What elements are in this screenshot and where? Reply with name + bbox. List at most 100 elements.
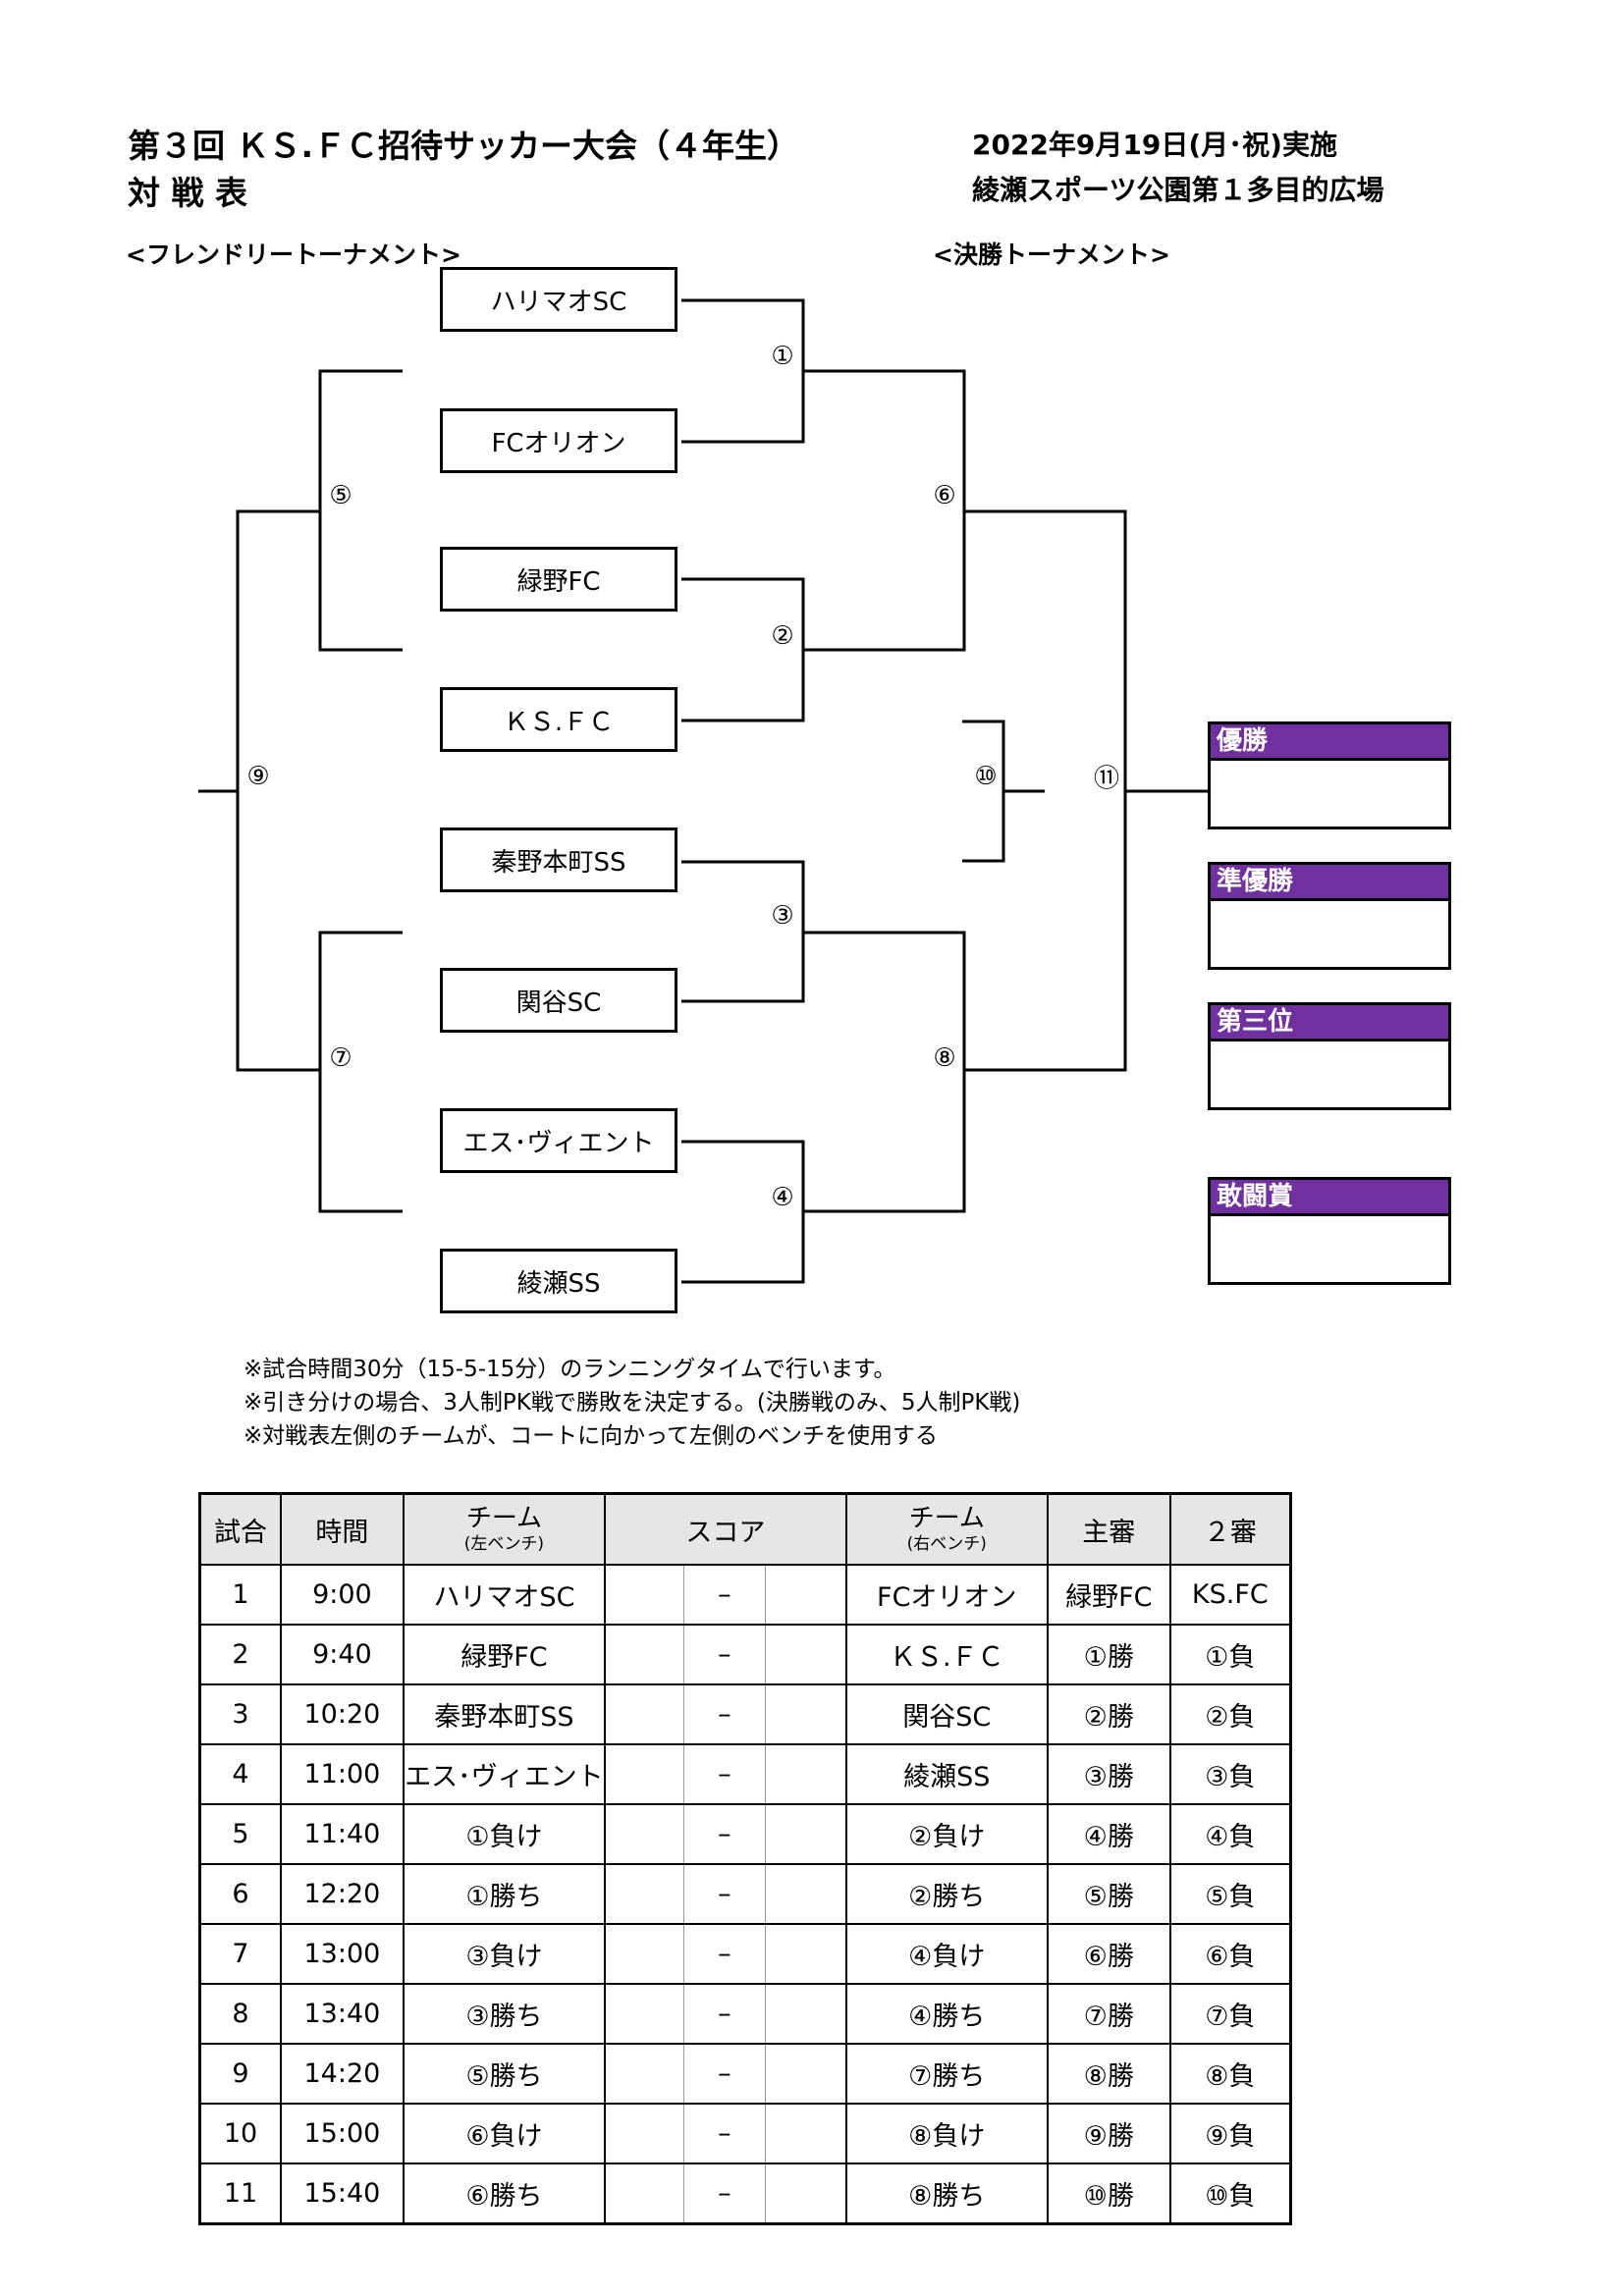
cell-score-left: [604, 2103, 685, 2164]
match-number-4: ④: [769, 1183, 796, 1212]
cell-score-dash: –: [683, 1983, 766, 2045]
cell-team-left: ⑥負け: [402, 2103, 607, 2164]
cell-referee: ⑥勝: [1046, 1923, 1171, 1985]
col-header-match: 試合: [198, 1492, 283, 1566]
cell-referee: 緑野FC: [1046, 1564, 1171, 1626]
cell-referee: ④勝: [1046, 1803, 1171, 1865]
award-label: 敢闘賞: [1211, 1180, 1448, 1216]
cell-score-left: [604, 1683, 685, 1745]
team-box: ＫＳ.ＦＣ: [440, 687, 677, 752]
cell-team-right: ⑦勝ち: [844, 2043, 1049, 2105]
cell-team-right: ②負け: [844, 1803, 1049, 1865]
cell-match-no: 2: [198, 1624, 283, 1685]
cell-time: 15:40: [280, 2163, 405, 2225]
cell-team-right: 関谷SC: [844, 1683, 1049, 1745]
cell-score-dash: –: [683, 2043, 766, 2105]
team-box: 綾瀬SS: [440, 1249, 677, 1313]
cell-match-no: 1: [198, 1564, 283, 1626]
cell-referee: ⑦勝: [1046, 1983, 1171, 2045]
cell-team-right: ⑧負け: [844, 2103, 1049, 2164]
match-number-5: ⑤: [327, 481, 354, 510]
cell-time: 11:40: [280, 1803, 405, 1865]
match-number-8: ⑧: [931, 1043, 958, 1073]
bracket-lines: [198, 298, 1210, 1284]
page-title: 第３回 ＫＳ.ＦＣ招待サッカー大会（４年生）: [128, 127, 800, 165]
cell-score-right: [764, 1624, 847, 1685]
award-label: 準優勝: [1211, 865, 1448, 901]
award-label: 優勝: [1211, 724, 1448, 761]
cell-score-right: [764, 1743, 847, 1805]
cell-team-right: ②勝ち: [844, 1863, 1049, 1925]
cell-score-dash: –: [683, 1743, 766, 1805]
cell-team-right: ④勝ち: [844, 1983, 1049, 2045]
cell-team-left: ①負け: [402, 1803, 607, 1865]
cell-match-no: 4: [198, 1743, 283, 1805]
cell-referee: ②勝: [1046, 1683, 1171, 1745]
cell-score-dash: –: [683, 2103, 766, 2164]
notes: ※試合時間30分（15-5-15分）のランニングタイムで行います。 ※引き分けの…: [244, 1353, 1020, 1453]
col-header-team-right-main: チーム: [908, 1504, 985, 1533]
table-header-row: 試合 時間 チーム (左ベンチ) スコア チーム (右ベンチ) 主審 ２審: [198, 1492, 1292, 1566]
cell-score-right: [764, 1983, 847, 2045]
col-header-score: スコア: [604, 1492, 847, 1566]
match-number-1: ①: [769, 342, 796, 371]
cell-score-dash: –: [683, 1803, 766, 1865]
col-header-team-left: チーム (左ベンチ): [402, 1492, 607, 1566]
cell-team-left: ③勝ち: [402, 1983, 607, 2045]
cell-score-left: [604, 1863, 685, 1925]
cell-match-no: 5: [198, 1803, 283, 1865]
cell-team-left: ①勝ち: [402, 1863, 607, 1925]
award-label: 第三位: [1211, 1005, 1448, 1041]
cell-score-dash: –: [683, 1564, 766, 1626]
match-number-11: ⑪: [1091, 758, 1122, 795]
col-header-team-right: チーム (右ベンチ): [844, 1492, 1049, 1566]
cell-team-left: ⑥勝ち: [402, 2163, 607, 2225]
cell-time: 9:00: [280, 1564, 405, 1626]
cell-referee: ⑤勝: [1046, 1863, 1171, 1925]
note-line: ※対戦表左側のチームが、コートに向かって左側のベンチを使用する: [244, 1423, 938, 1449]
cell-score-right: [764, 2043, 847, 2105]
team-box: 秦野本町SS: [440, 828, 677, 892]
cell-time: 12:20: [280, 1863, 405, 1925]
cell-score-dash: –: [683, 2163, 766, 2225]
col-header-referee: 主審: [1046, 1492, 1171, 1566]
cell-score-right: [764, 2163, 847, 2225]
cell-match-no: 6: [198, 1863, 283, 1925]
note-line: ※引き分けの場合、3人制PK戦で勝敗を決定する。(決勝戦のみ、5人制PK戦): [244, 1390, 1021, 1415]
cell-score-right: [764, 1803, 847, 1865]
cell-match-no: 3: [198, 1683, 283, 1745]
award-champion: 優勝: [1208, 721, 1451, 829]
match-number-9: ⑨: [244, 762, 272, 791]
cell-second-referee: ⑩負: [1168, 2163, 1292, 2225]
cell-match-no: 9: [198, 2043, 283, 2105]
cell-score-dash: –: [683, 1923, 766, 1985]
cell-score-right: [764, 1564, 847, 1626]
cell-second-referee: ⑥負: [1168, 1923, 1292, 1985]
cell-team-right: FCオリオン: [844, 1564, 1049, 1626]
cell-score-dash: –: [683, 1624, 766, 1685]
col-header-second-referee: ２審: [1168, 1492, 1292, 1566]
cell-team-left: ハリマオSC: [402, 1564, 607, 1626]
cell-second-referee: ②負: [1168, 1683, 1292, 1745]
team-box: ハリマオSC: [440, 267, 677, 332]
match-number-3: ③: [769, 901, 796, 931]
cell-score-right: [764, 1683, 847, 1745]
cell-second-referee: ⑧負: [1168, 2043, 1292, 2105]
match-number-10: ⑩: [972, 762, 1000, 791]
match-number-7: ⑦: [327, 1043, 354, 1073]
event-date: 2022年9月19日(月･祝)実施: [972, 129, 1337, 161]
cell-score-right: [764, 2103, 847, 2164]
cell-score-left: [604, 1803, 685, 1865]
cell-time: 15:00: [280, 2103, 405, 2164]
note-line: ※試合時間30分（15-5-15分）のランニングタイムで行います。: [244, 1357, 896, 1382]
team-box: エス･ヴィエント: [440, 1108, 677, 1173]
cell-score-right: [764, 1863, 847, 1925]
cell-score-dash: –: [683, 1683, 766, 1745]
cell-time: 13:00: [280, 1923, 405, 1985]
